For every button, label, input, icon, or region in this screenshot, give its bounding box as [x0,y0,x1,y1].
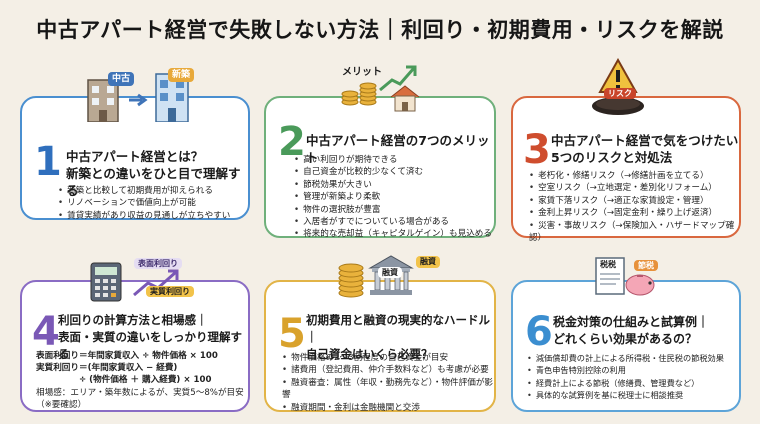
list-item: 老朽化・修繕リスク（→修繕計画を立てる） [529,170,741,182]
card-initial-costs: 5 初期費用と融資の現実的なハードル｜ 自己資金はいくら必要？ 物件価格の2〜3… [264,280,496,414]
new-tag: 新築 [168,68,195,82]
surface-yield-tag: 表面利回り [134,258,182,269]
list-item: 管理が新築より柔軟 [294,191,496,203]
yield-formula: 表面利回り＝年間家賃収入 ÷ 物件価格 × 100 実質利回り＝(年間家賃収入 … [36,350,250,411]
coin-stack-icon [336,258,366,298]
card-merits: 2 中古アパート経営の7つのメリット 高い利回りが期待できる 自己資金が比較的少… [264,96,496,241]
card-heading: 利回りの計算方法と相場感｜ 表面・実質の違いをしっかり理解する [58,313,242,361]
formula-line: 実質利回り＝(年間家賃収入 − 経費) [36,363,178,374]
list-item: 物件価格の2〜3割程度の自己資金が目安 [282,352,496,364]
list-item: 諸費用（登記費用、仲介手数料など）も考慮が必要 [282,364,496,376]
list-item: 将来的な売却益（キャピタルゲイン）も見込める [294,228,496,240]
merit-tag: メリット [342,67,382,78]
piggy-bank-icon [622,270,658,296]
list-item: 減価償却費の計上による所得税・住民税の節税効果 [527,352,741,364]
list-item: 節税効果が大きい [294,179,496,191]
card-yield: 4 利回りの計算方法と相場感｜ 表面・実質の違いをしっかり理解する 表面利回り＝… [20,280,250,412]
coin-stack-icon [340,76,380,108]
card-overview: 1 中古アパート経営とは？ 新築との違いをひと目で理解する 新築と比較して初期費… [20,96,250,222]
list-item: 家賃下落リスク（→適正な家賃設定・管理） [529,195,741,207]
hole-icon [590,94,646,118]
real-yield-tag: 実質利回り [146,286,194,297]
rising-arrow-icon [378,64,418,94]
list-item: 賃貸実績があり収益の見通しが立ちやすい [58,210,248,222]
card-heading: 中古アパート経営で気をつけたい 5つのリスクと対処法 [551,133,739,165]
new-building-icon [150,66,194,123]
list-item: 空室リスク（→立地選定・差別化リフォーム） [529,182,741,194]
saving-tag: 節税 [634,260,658,271]
list-item: 経費計上による節税（修繕費、管理費など） [527,377,741,389]
list-item: 融資審査：属性（年収・勤務先など）・物件評価が影響 [282,377,496,402]
card-number: 6 [525,309,553,355]
card-heading: 税金対策の仕組みと試算例｜ どれくらい効果があるの？ [553,315,710,346]
card-list: 新築と比較して初期費用が抑えられる リノベーションで価値向上が可能 賃貸実績があ… [58,185,248,222]
formula-line: ÷ (物件価格 ＋ 購入経費) × 100 [36,375,212,386]
calculator-icon [90,262,122,302]
list-item: 具体的な試算例を基に税理士に相談推奨 [527,389,741,401]
list-item: 高い利回りが期待できる [294,154,496,166]
risk-tag: リスク [604,88,636,99]
list-item: 災害・事故リスク（→保険加入・ハザードマップ確認） [529,220,741,245]
card-number: 5 [278,311,306,357]
card-list: 減価償却費の計上による所得税・住民税の節税効果 青色申告特別控除の利用 経費計上… [527,352,741,402]
list-item: 新築と比較して初期費用が抑えられる [58,185,248,197]
tax-tag: 税税 [600,260,616,269]
list-item: リノベーションで価値向上が可能 [58,197,248,209]
card-number: 4 [32,309,60,355]
formula-line: 相場感：エリア・築年数によるが、実質5〜8%が目安 [36,387,244,398]
arrow-right-icon [128,92,148,107]
card-number: 3 [523,127,551,173]
list-item: 自己資金が比較的少なくて済む [294,166,496,178]
loan-sign-tag: 融資 [416,256,440,268]
list-item: 融資期間・金利は金融機関と交渉 [282,402,496,414]
card-tax: 6 税金対策の仕組みと試算例｜ どれくらい効果があるの？ 減価償却費の計上による… [511,280,741,412]
formula-line: （※要確認） [36,399,87,410]
list-item: 入居者がすでについている場合がある [294,216,496,228]
old-building-icon [82,70,124,123]
card-list: 老朽化・修繕リスク（→修繕計画を立てる） 空室リスク（→立地選定・差別化リフォー… [529,170,741,244]
card-risks: 3 中古アパート経営で気をつけたい 5つのリスクと対処法 老朽化・修繕リスク（→… [511,96,741,243]
list-item: 物件の選択肢が豊富 [294,204,496,216]
card-list: 高い利回りが期待できる 自己資金が比較的少なくて済む 節税効果が大きい 管理が新… [294,154,496,241]
loan-tag: 融資 [378,267,402,278]
old-tag: 中古 [108,72,135,86]
formula-line: 表面利回り＝年間家賃収入 ÷ 物件価格 × 100 [36,351,218,361]
list-item: 青色申告特別控除の利用 [527,364,741,376]
growth-chart-icon [132,268,182,298]
card-number: 1 [34,139,62,185]
card-list: 物件価格の2〜3割程度の自己資金が目安 諸費用（登記費用、仲介手数料など）も考慮… [282,352,496,414]
page-title: 中古アパート経営で失敗しない方法｜利回り・初期費用・リスクを解説 [36,18,724,42]
house-icon [388,84,422,112]
tax-document-icon [594,256,628,296]
list-item: 金利上昇リスク（→固定金利・繰り上げ返済） [529,207,741,219]
